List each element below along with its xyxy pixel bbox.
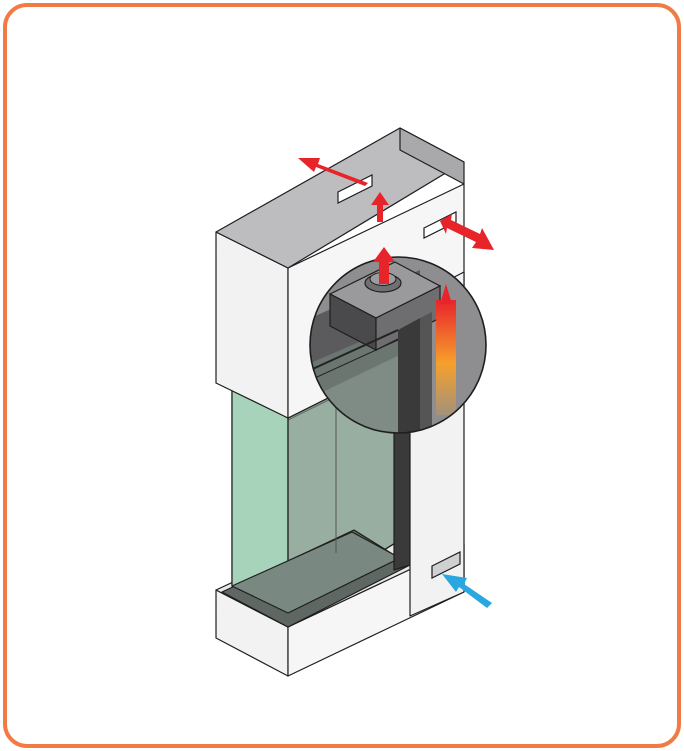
red-arrow-icon [440, 214, 494, 250]
red-arrow-icon [371, 192, 389, 222]
intake-arrow [442, 574, 492, 608]
exhaust-arrows [298, 158, 494, 304]
red-arrow-icon [298, 158, 368, 186]
blue-arrow-icon [442, 574, 492, 608]
red-arrow-icon [440, 284, 452, 304]
detail-magnifier [309, 256, 487, 434]
red-arrow-icon [373, 247, 395, 284]
lower-side-vent-slot [431, 551, 461, 579]
